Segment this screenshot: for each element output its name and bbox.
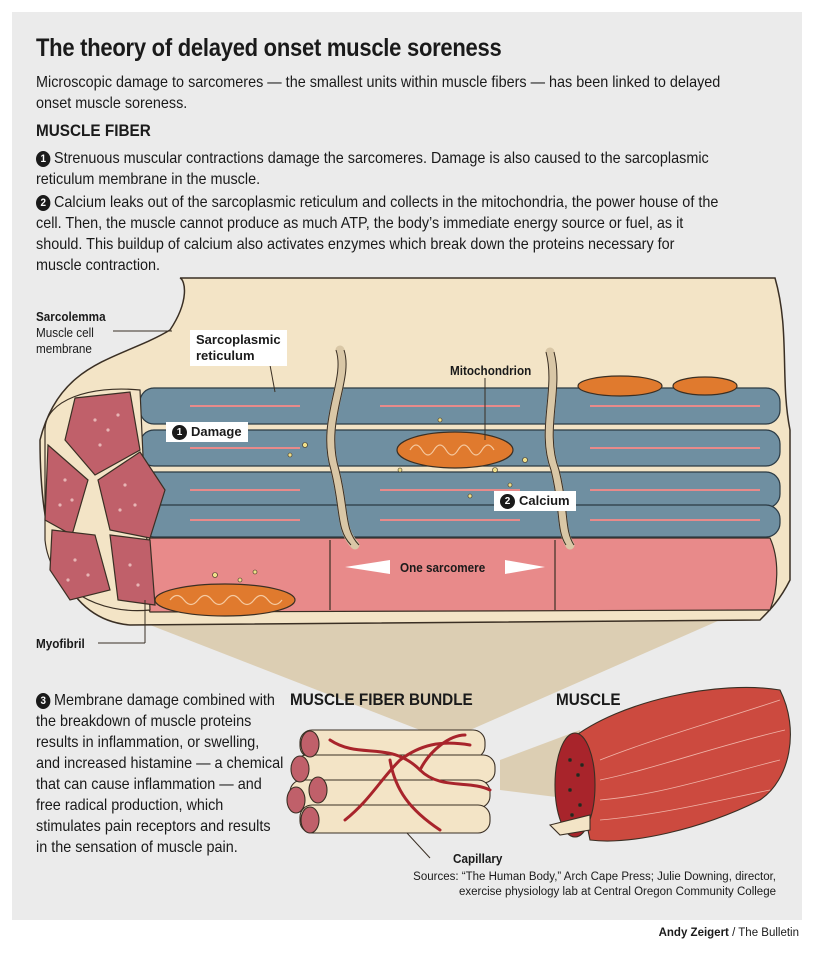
label-sarcolemma-desc-2: membrane xyxy=(36,341,92,356)
step-number-2: 2 xyxy=(36,195,51,211)
capillary-vessels xyxy=(328,733,492,832)
mitochondria xyxy=(154,375,738,617)
label-sarcoplasmic-line-1: Sarcoplasmic xyxy=(196,332,281,347)
step-1-text: Strenuous muscular contractions damage t… xyxy=(36,150,709,188)
fiber-cross-section xyxy=(44,388,166,612)
step-3-text: Membrane damage combined with the breakd… xyxy=(36,692,284,856)
damage-number: 1 xyxy=(172,425,187,440)
label-sarcoplasmic-line-2: reticulum xyxy=(196,348,255,363)
label-mitochondrion: Mitochondrion xyxy=(450,363,532,378)
calcium-text: Calcium xyxy=(519,493,570,508)
mitochondrion xyxy=(577,375,663,397)
intro-text: Microscopic damage to sarcomeres — the s… xyxy=(36,74,721,112)
calcium-number: 2 xyxy=(500,494,515,509)
page-title: The theory of delayed onset muscle soren… xyxy=(36,34,502,62)
label-sarcolemma: Sarcolemma xyxy=(36,309,106,324)
reticulum-tubes xyxy=(326,345,575,550)
credit-author: Andy Zeigert xyxy=(658,927,729,939)
label-sarcoplasmic-reticulum: Sarcoplasmic reticulum xyxy=(190,330,287,366)
section-heading: MUSCLE FIBER xyxy=(36,121,151,140)
credit-line: Andy Zeigert / The Bulletin xyxy=(659,927,799,939)
step-number-1: 1 xyxy=(36,151,51,167)
mitochondrion xyxy=(154,583,296,617)
step-2-text: Calcium leaks out of the sarcoplasmic re… xyxy=(36,194,719,274)
credit-outlet: / The Bulletin xyxy=(728,927,799,939)
muscle-fiber-bundle xyxy=(286,729,496,834)
label-one-sarcomere: One sarcomere xyxy=(400,560,486,575)
label-calcium: 2 Calcium xyxy=(494,491,576,511)
calcium-particles xyxy=(212,417,528,583)
whole-muscle xyxy=(548,686,791,842)
subhead-muscle-fiber-bundle: MUSCLE FIBER BUNDLE xyxy=(290,690,473,709)
mitochondrion xyxy=(672,376,738,396)
sources-line-1: Sources: “The Human Body,” Arch Cape Pre… xyxy=(413,871,776,883)
sarcomere-arrow-left xyxy=(345,560,390,574)
label-sarcolemma-desc-1: Muscle cell xyxy=(36,325,94,340)
subhead-muscle: MUSCLE xyxy=(556,690,621,709)
damage-text: Damage xyxy=(191,424,242,439)
label-capillary: Capillary xyxy=(453,851,503,866)
zoom-cone xyxy=(150,620,720,730)
sarcomere-arrow-right xyxy=(505,560,545,574)
mitochondrion xyxy=(396,431,514,469)
sources-line-2: exercise physiology lab at Central Orego… xyxy=(458,886,776,898)
sources-note: Sources: “The Human Body,” Arch Cape Pre… xyxy=(400,870,776,900)
label-damage: 1 Damage xyxy=(166,422,248,442)
label-myofibril: Myofibril xyxy=(36,636,85,651)
step-number-3: 3 xyxy=(36,693,51,709)
